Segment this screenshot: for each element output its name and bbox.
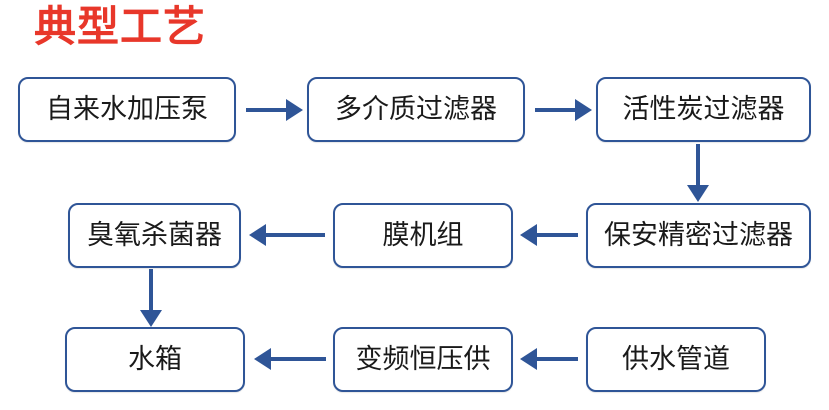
node-label: 变频恒压供 (355, 344, 491, 374)
process-node-water-supply-pipeline[interactable]: 供水管道 (586, 327, 766, 392)
node-label: 膜机组 (382, 220, 464, 250)
arrow-left-n8-to-n7 (254, 348, 326, 370)
process-node-water-tank[interactable]: 水箱 (65, 327, 245, 392)
node-label: 水箱 (128, 344, 182, 374)
process-node-ozone-sterilizer[interactable]: 臭氧杀菌器 (68, 203, 241, 268)
arrow-left-n4-to-n5 (520, 224, 578, 246)
process-node-membrane-unit[interactable]: 膜机组 (333, 203, 513, 268)
process-node-vfd-constant-pressure-supply[interactable]: 变频恒压供 (333, 327, 513, 392)
arrow-right-n2-to-n3 (535, 99, 592, 121)
process-node-security-precision-filter[interactable]: 保安精密过滤器 (586, 203, 811, 268)
process-node-tap-water-booster-pump[interactable]: 自来水加压泵 (18, 77, 236, 142)
arrow-down-n3-to-n4 (687, 144, 709, 202)
arrow-left-n9-to-n8 (520, 348, 578, 370)
node-label: 自来水加压泵 (46, 94, 208, 124)
node-label: 供水管道 (622, 344, 730, 374)
arrow-right-n1-to-n2 (246, 99, 303, 121)
node-label: 保安精密过滤器 (604, 220, 793, 250)
node-label: 活性炭过滤器 (622, 94, 785, 124)
node-label: 臭氧杀菌器 (87, 220, 222, 250)
node-label: 多介质过滤器 (335, 94, 497, 124)
page-title: 典型工艺 (34, 3, 207, 50)
arrow-left-n5-to-n6 (249, 224, 325, 246)
arrow-down-n6-to-n7 (140, 269, 162, 327)
process-node-multimedia-filter[interactable]: 多介质过滤器 (307, 77, 525, 142)
process-node-activated-carbon-filter[interactable]: 活性炭过滤器 (596, 77, 811, 142)
